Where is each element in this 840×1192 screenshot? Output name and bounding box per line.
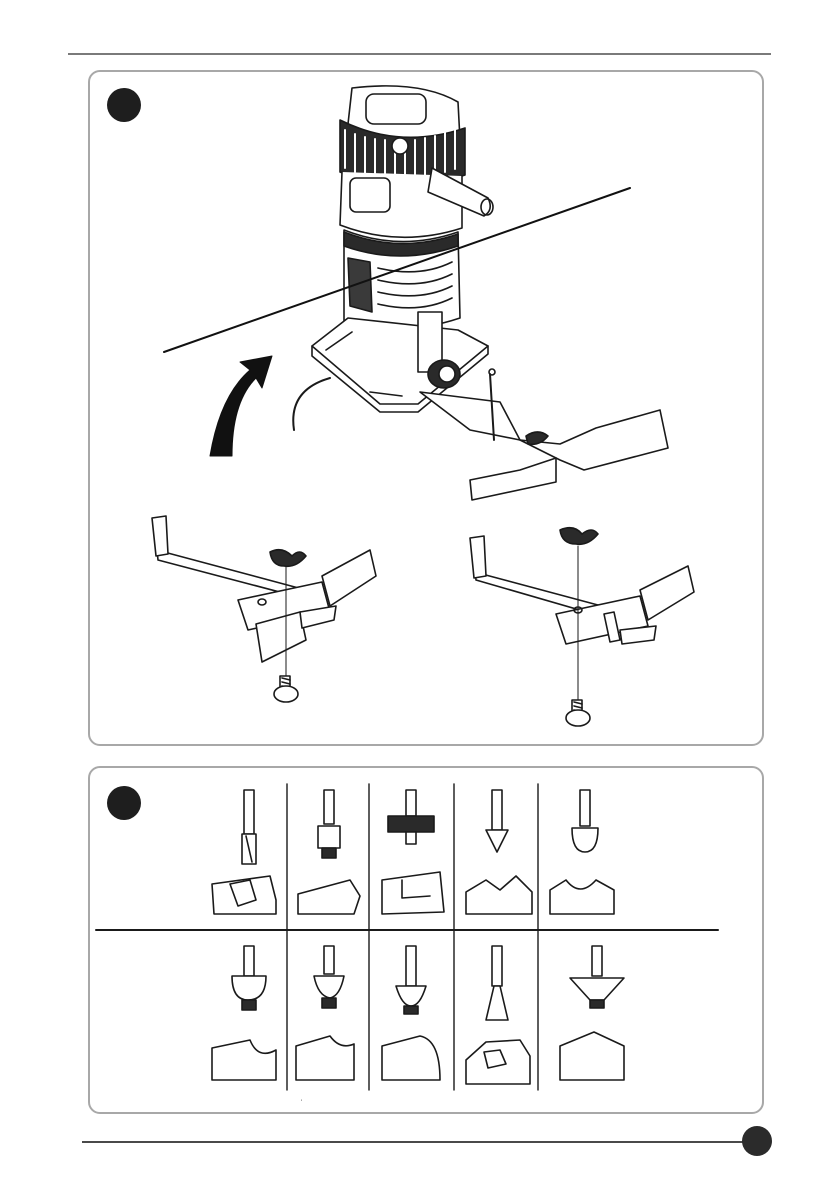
curved-arrow-icon	[210, 356, 272, 456]
footer-rule	[82, 1141, 754, 1143]
ogee-bit	[296, 946, 354, 1080]
v-groove-bit	[466, 790, 532, 914]
core-box-bit	[550, 790, 614, 914]
fence-assembly-left	[152, 516, 376, 702]
fence-assembly-right	[470, 528, 694, 726]
cove-bit	[382, 946, 440, 1080]
flush-trim-bit	[298, 790, 360, 914]
tiny-mark: '	[301, 1100, 302, 1106]
trimmer-router-illustration	[293, 86, 668, 500]
straight-bit	[212, 790, 276, 914]
slot-cutter-bit	[382, 790, 444, 914]
dovetail-bit	[466, 946, 530, 1084]
chamfer-bit	[560, 946, 624, 1080]
page-number-marker	[742, 1126, 772, 1156]
roundover-bit	[212, 946, 276, 1080]
